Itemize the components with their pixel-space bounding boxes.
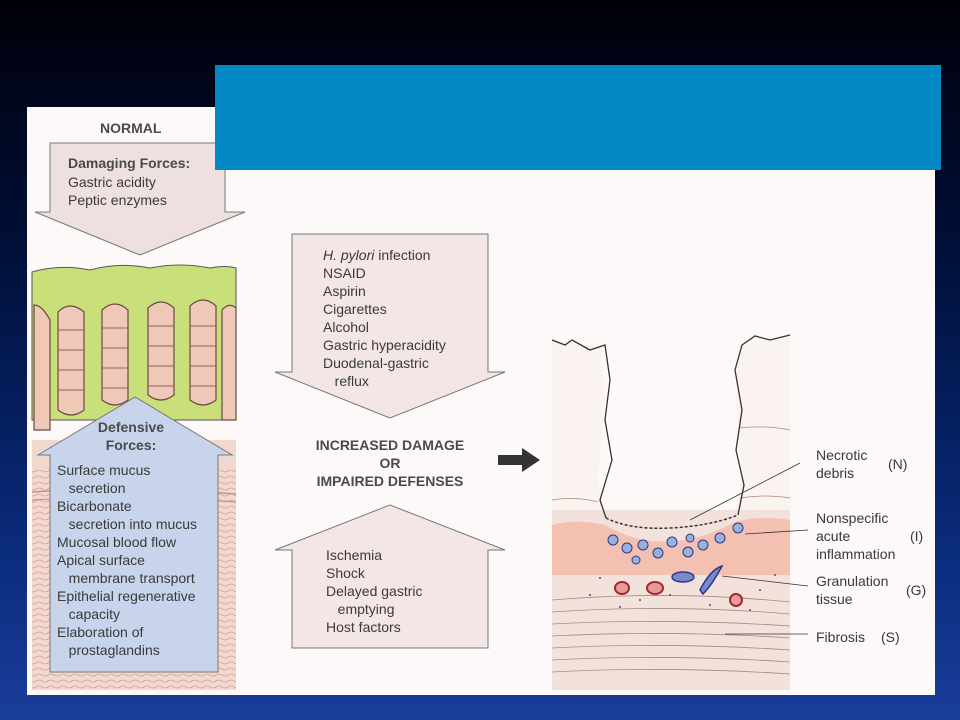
granulation-code: (G) bbox=[906, 582, 927, 598]
host-factor-item: Shock bbox=[326, 565, 365, 581]
aggressor-item: Alcohol bbox=[323, 319, 369, 335]
inflammation-code: (I) bbox=[910, 528, 924, 544]
aggressor-item: reflux bbox=[323, 373, 369, 389]
aggressor-item: Gastric hyperacidity bbox=[323, 337, 446, 353]
host-factors-arrow bbox=[274, 504, 506, 649]
inflammation-label: acute bbox=[816, 528, 851, 544]
defensive-item: Epithelial regenerative bbox=[57, 588, 196, 604]
aggressor-item: Duodenal-gastric bbox=[323, 355, 429, 371]
defensive-item: Mucosal blood flow bbox=[57, 534, 177, 550]
defensive-item: Apical surface bbox=[57, 552, 145, 568]
right-arrow-icon bbox=[498, 448, 540, 472]
defensive-item: Elaboration of bbox=[57, 624, 144, 640]
title-bar bbox=[215, 65, 941, 170]
damaging-item: Peptic enzymes bbox=[68, 192, 167, 208]
necrotic-label: Necrotic bbox=[816, 447, 868, 463]
defensive-item: Surface mucus bbox=[57, 462, 151, 478]
impaired-defenses-label: IMPAIRED DEFENSES bbox=[316, 473, 464, 489]
aggressor-item: NSAID bbox=[323, 265, 366, 281]
host-factors-list: Ischemia Shock Delayed gastric emptying … bbox=[326, 546, 423, 636]
aggressor-item: Cigarettes bbox=[323, 301, 387, 317]
granulation-label: tissue bbox=[816, 591, 853, 607]
defensive-item: secretion bbox=[57, 480, 126, 496]
ulcer-illustration bbox=[551, 334, 809, 690]
defensive-forces-list: Surface mucus secretion Bicarbonate secr… bbox=[57, 461, 197, 659]
granulation-label: Granulation bbox=[816, 573, 889, 589]
inflammation-label: inflammation bbox=[816, 546, 896, 562]
normal-label: NORMAL bbox=[100, 120, 162, 136]
fibrosis-code: (S) bbox=[881, 629, 900, 645]
damaging-forces-title: Damaging Forces: bbox=[68, 155, 191, 171]
defensive-item: membrane transport bbox=[57, 570, 195, 586]
or-label: OR bbox=[379, 455, 401, 471]
defensive-item: prostaglandins bbox=[57, 642, 160, 658]
aggressor-italic: H. pylori bbox=[323, 247, 375, 263]
defensive-item: capacity bbox=[57, 606, 121, 622]
aggressor-item: Aspirin bbox=[323, 283, 366, 299]
damaging-item: Gastric acidity bbox=[68, 174, 156, 190]
host-factor-item: Ischemia bbox=[326, 547, 383, 563]
aggressor-item: H. pylori infection bbox=[323, 246, 446, 264]
defensive-item: Bicarbonate bbox=[57, 498, 132, 514]
fibrosis-label: Fibrosis bbox=[816, 629, 866, 645]
increased-damage-label: INCREASED DAMAGE bbox=[315, 437, 465, 453]
aggressors-list: H. pylori infection NSAID Aspirin Cigare… bbox=[323, 246, 446, 390]
aggressors-arrow bbox=[274, 233, 506, 419]
necrotic-code: (N) bbox=[888, 456, 908, 472]
host-factor-item: emptying bbox=[326, 601, 395, 617]
defensive-forces-title: Forces: bbox=[105, 437, 157, 453]
aggressor-rest: infection bbox=[374, 247, 431, 263]
inflammation-label: Nonspecific bbox=[816, 510, 889, 526]
host-factor-item: Delayed gastric bbox=[326, 583, 423, 599]
defensive-forces-title: Defensive bbox=[97, 419, 165, 435]
defensive-item: secretion into mucus bbox=[57, 516, 198, 532]
necrotic-label: debris bbox=[816, 465, 855, 481]
host-factor-item: Host factors bbox=[326, 619, 401, 635]
defensive-forces-arrow bbox=[36, 396, 234, 673]
